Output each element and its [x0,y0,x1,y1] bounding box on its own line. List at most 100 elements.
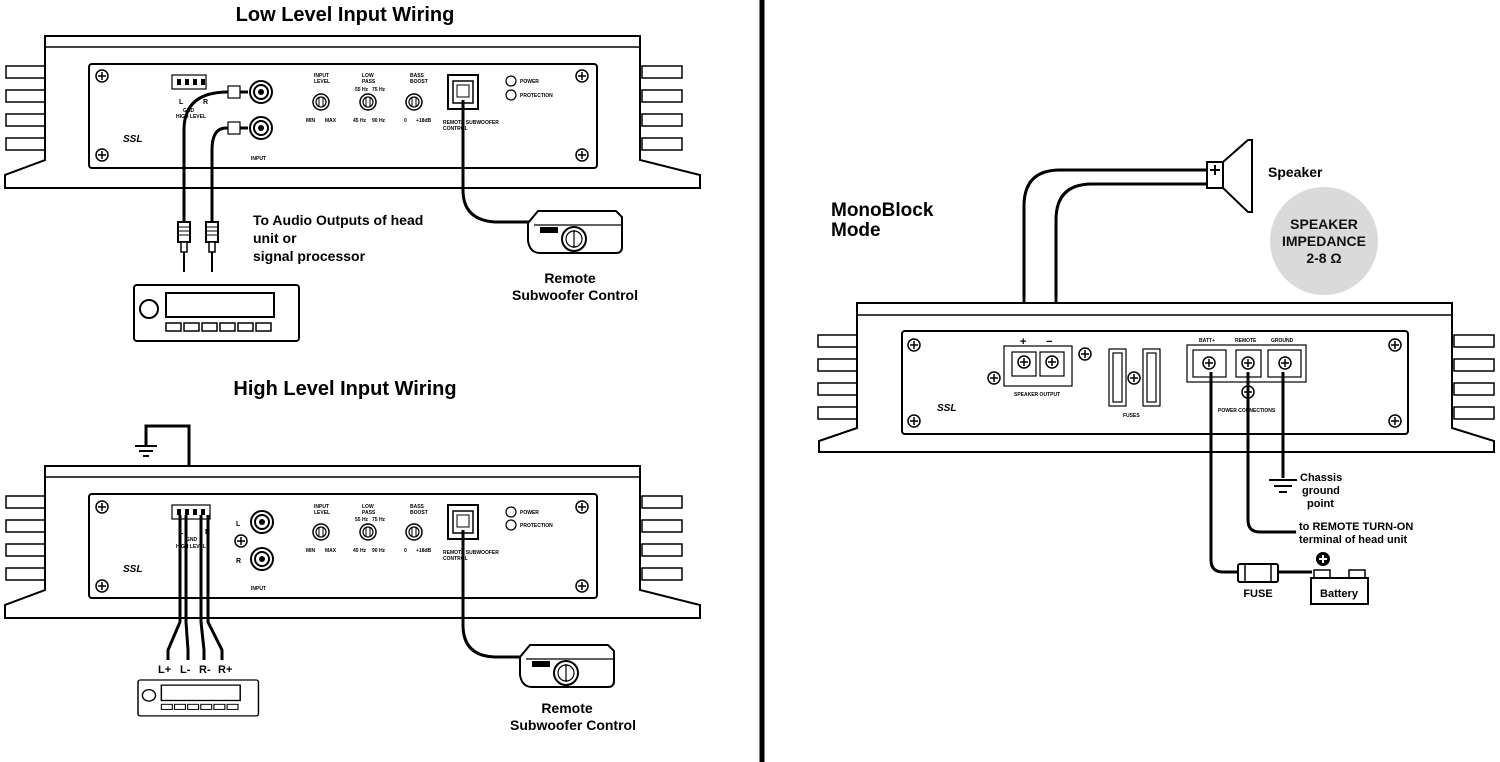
svg-text:L+: L+ [158,664,171,676]
head-unit-high [137,679,260,717]
svg-text:−: − [1046,336,1052,348]
svg-text:REMOTE: REMOTE [1235,338,1257,344]
svg-text:HIGH LEVEL: HIGH LEVEL [176,114,206,120]
inline-fuse-icon [1237,563,1279,583]
svg-text:R+: R+ [218,664,232,676]
remote-label-low: Remote [544,270,596,286]
amp-low-level: SSL L R GND HIGH LEVEL INPUT INPUT LEVEL… [4,35,701,189]
audio-outputs-label: To Audio Outputs of head [253,212,423,228]
svg-text:INPUT: INPUT [251,586,266,592]
svg-text:0: 0 [404,548,407,554]
svg-text:INPUT: INPUT [314,504,329,510]
svg-text:Chassis: Chassis [1300,472,1342,484]
speaker-wire-minus [1054,182,1207,350]
amp-monoblock: SSL + − SPEAKER OUTPUT FUSES BATT+ REMOT… [817,302,1495,453]
brand-logo: SSL [123,134,142,145]
svg-text:2-8 Ω: 2-8 Ω [1306,250,1341,266]
svg-text:to REMOTE TURN-ON: to REMOTE TURN-ON [1299,521,1413,533]
svg-text:POWER: POWER [520,79,539,85]
head-unit-low [133,284,300,342]
monoblock-title: MonoBlock [831,200,934,221]
svg-text:PASS: PASS [362,510,376,516]
svg-text:ground: ground [1302,485,1340,497]
svg-text:R: R [236,558,241,565]
chassis-ground-icon [1269,479,1297,493]
rca-cable-right [210,126,248,222]
svg-text:CONTROL: CONTROL [443,556,468,562]
svg-text:SPEAKER: SPEAKER [1290,216,1358,232]
svg-text:SPEAKER OUTPUT: SPEAKER OUTPUT [1014,392,1060,398]
svg-text:INPUT: INPUT [314,73,329,79]
svg-text:55 Hz: 55 Hz [355,517,369,523]
svg-text:signal processor: signal processor [253,248,366,264]
protection-led-icon [505,89,517,101]
low-pass-knob [359,93,377,111]
svg-text:BOOST: BOOST [410,510,428,516]
wire-l-plus [166,515,182,660]
low-level-title: Low Level Input Wiring [236,4,455,26]
svg-text:PROTECTION: PROTECTION [520,93,553,99]
svg-text:BOOST: BOOST [410,79,428,85]
batt-wire [1209,372,1238,574]
rca-plug-right [205,221,219,263]
svg-text:Subwoofer Control: Subwoofer Control [512,287,638,303]
rca-plug-left [177,221,191,263]
svg-text:LOW: LOW [362,504,374,510]
svg-text:POWER: POWER [520,510,539,516]
wire-r-plus [206,515,224,660]
svg-text:0: 0 [404,118,407,124]
power-led-icon [505,75,517,87]
svg-text:SSL: SSL [937,403,956,414]
svg-text:IMPEDANCE: IMPEDANCE [1282,233,1366,249]
svg-text:90 Hz: 90 Hz [372,548,386,554]
svg-text:MAX: MAX [325,548,337,554]
svg-text:MAX: MAX [325,118,337,124]
svg-text:45 Hz: 45 Hz [353,118,367,124]
svg-text:HIGH LEVEL: HIGH LEVEL [176,544,206,550]
svg-text:+: + [1020,336,1026,348]
svg-text:PASS: PASS [362,79,376,85]
svg-text:R: R [203,99,208,106]
remote-label-high: Remote [541,700,593,716]
svg-text:75 Hz: 75 Hz [372,87,386,93]
svg-text:unit or: unit or [253,230,297,246]
battery-icon [1310,552,1369,605]
speaker-label: Speaker [1268,164,1323,180]
svg-text:INPUT: INPUT [251,156,266,162]
svg-text:45 Hz: 45 Hz [353,548,367,554]
svg-text:LEVEL: LEVEL [314,79,330,85]
svg-text:REMOTE SUBWOOFER: REMOTE SUBWOOFER [443,550,499,556]
remote-sub-control-low [527,210,623,254]
svg-text:L: L [236,521,241,528]
svg-text:GND: GND [186,537,198,543]
svg-text:+18dB: +18dB [416,118,432,124]
svg-text:BASS: BASS [410,504,425,510]
wire-r-minus [199,515,206,660]
svg-text:SSL: SSL [123,564,142,575]
svg-text:Subwoofer Control: Subwoofer Control [510,717,636,733]
svg-text:REMOTE SUBWOOFER: REMOTE SUBWOOFER [443,120,499,126]
remote-wire [1246,372,1296,534]
rca-jack-right [249,116,273,140]
svg-text:75 Hz: 75 Hz [372,517,386,523]
svg-text:L: L [179,99,184,106]
bass-boost-knob [405,93,423,111]
svg-text:terminal of head unit: terminal of head unit [1299,534,1408,546]
svg-text:LOW: LOW [362,73,374,79]
high-level-title: High Level Input Wiring [233,378,456,400]
remote-sub-control-high [519,644,615,688]
svg-text:FUSES: FUSES [1123,413,1140,419]
svg-text:point: point [1307,498,1334,510]
remote-cable-low [461,100,530,224]
svg-text:MIN: MIN [306,548,316,554]
svg-text:+18dB: +18dB [416,548,432,554]
speaker-wire-plus [1022,168,1207,350]
svg-text:BATT+: BATT+ [1199,338,1215,344]
battery-label: Battery [1320,588,1359,600]
svg-text:R-: R- [199,664,211,676]
impedance-badge [1270,187,1378,295]
svg-text:GROUND: GROUND [1271,338,1294,344]
svg-text:Mode: Mode [831,220,881,241]
svg-text:90 Hz: 90 Hz [372,118,386,124]
